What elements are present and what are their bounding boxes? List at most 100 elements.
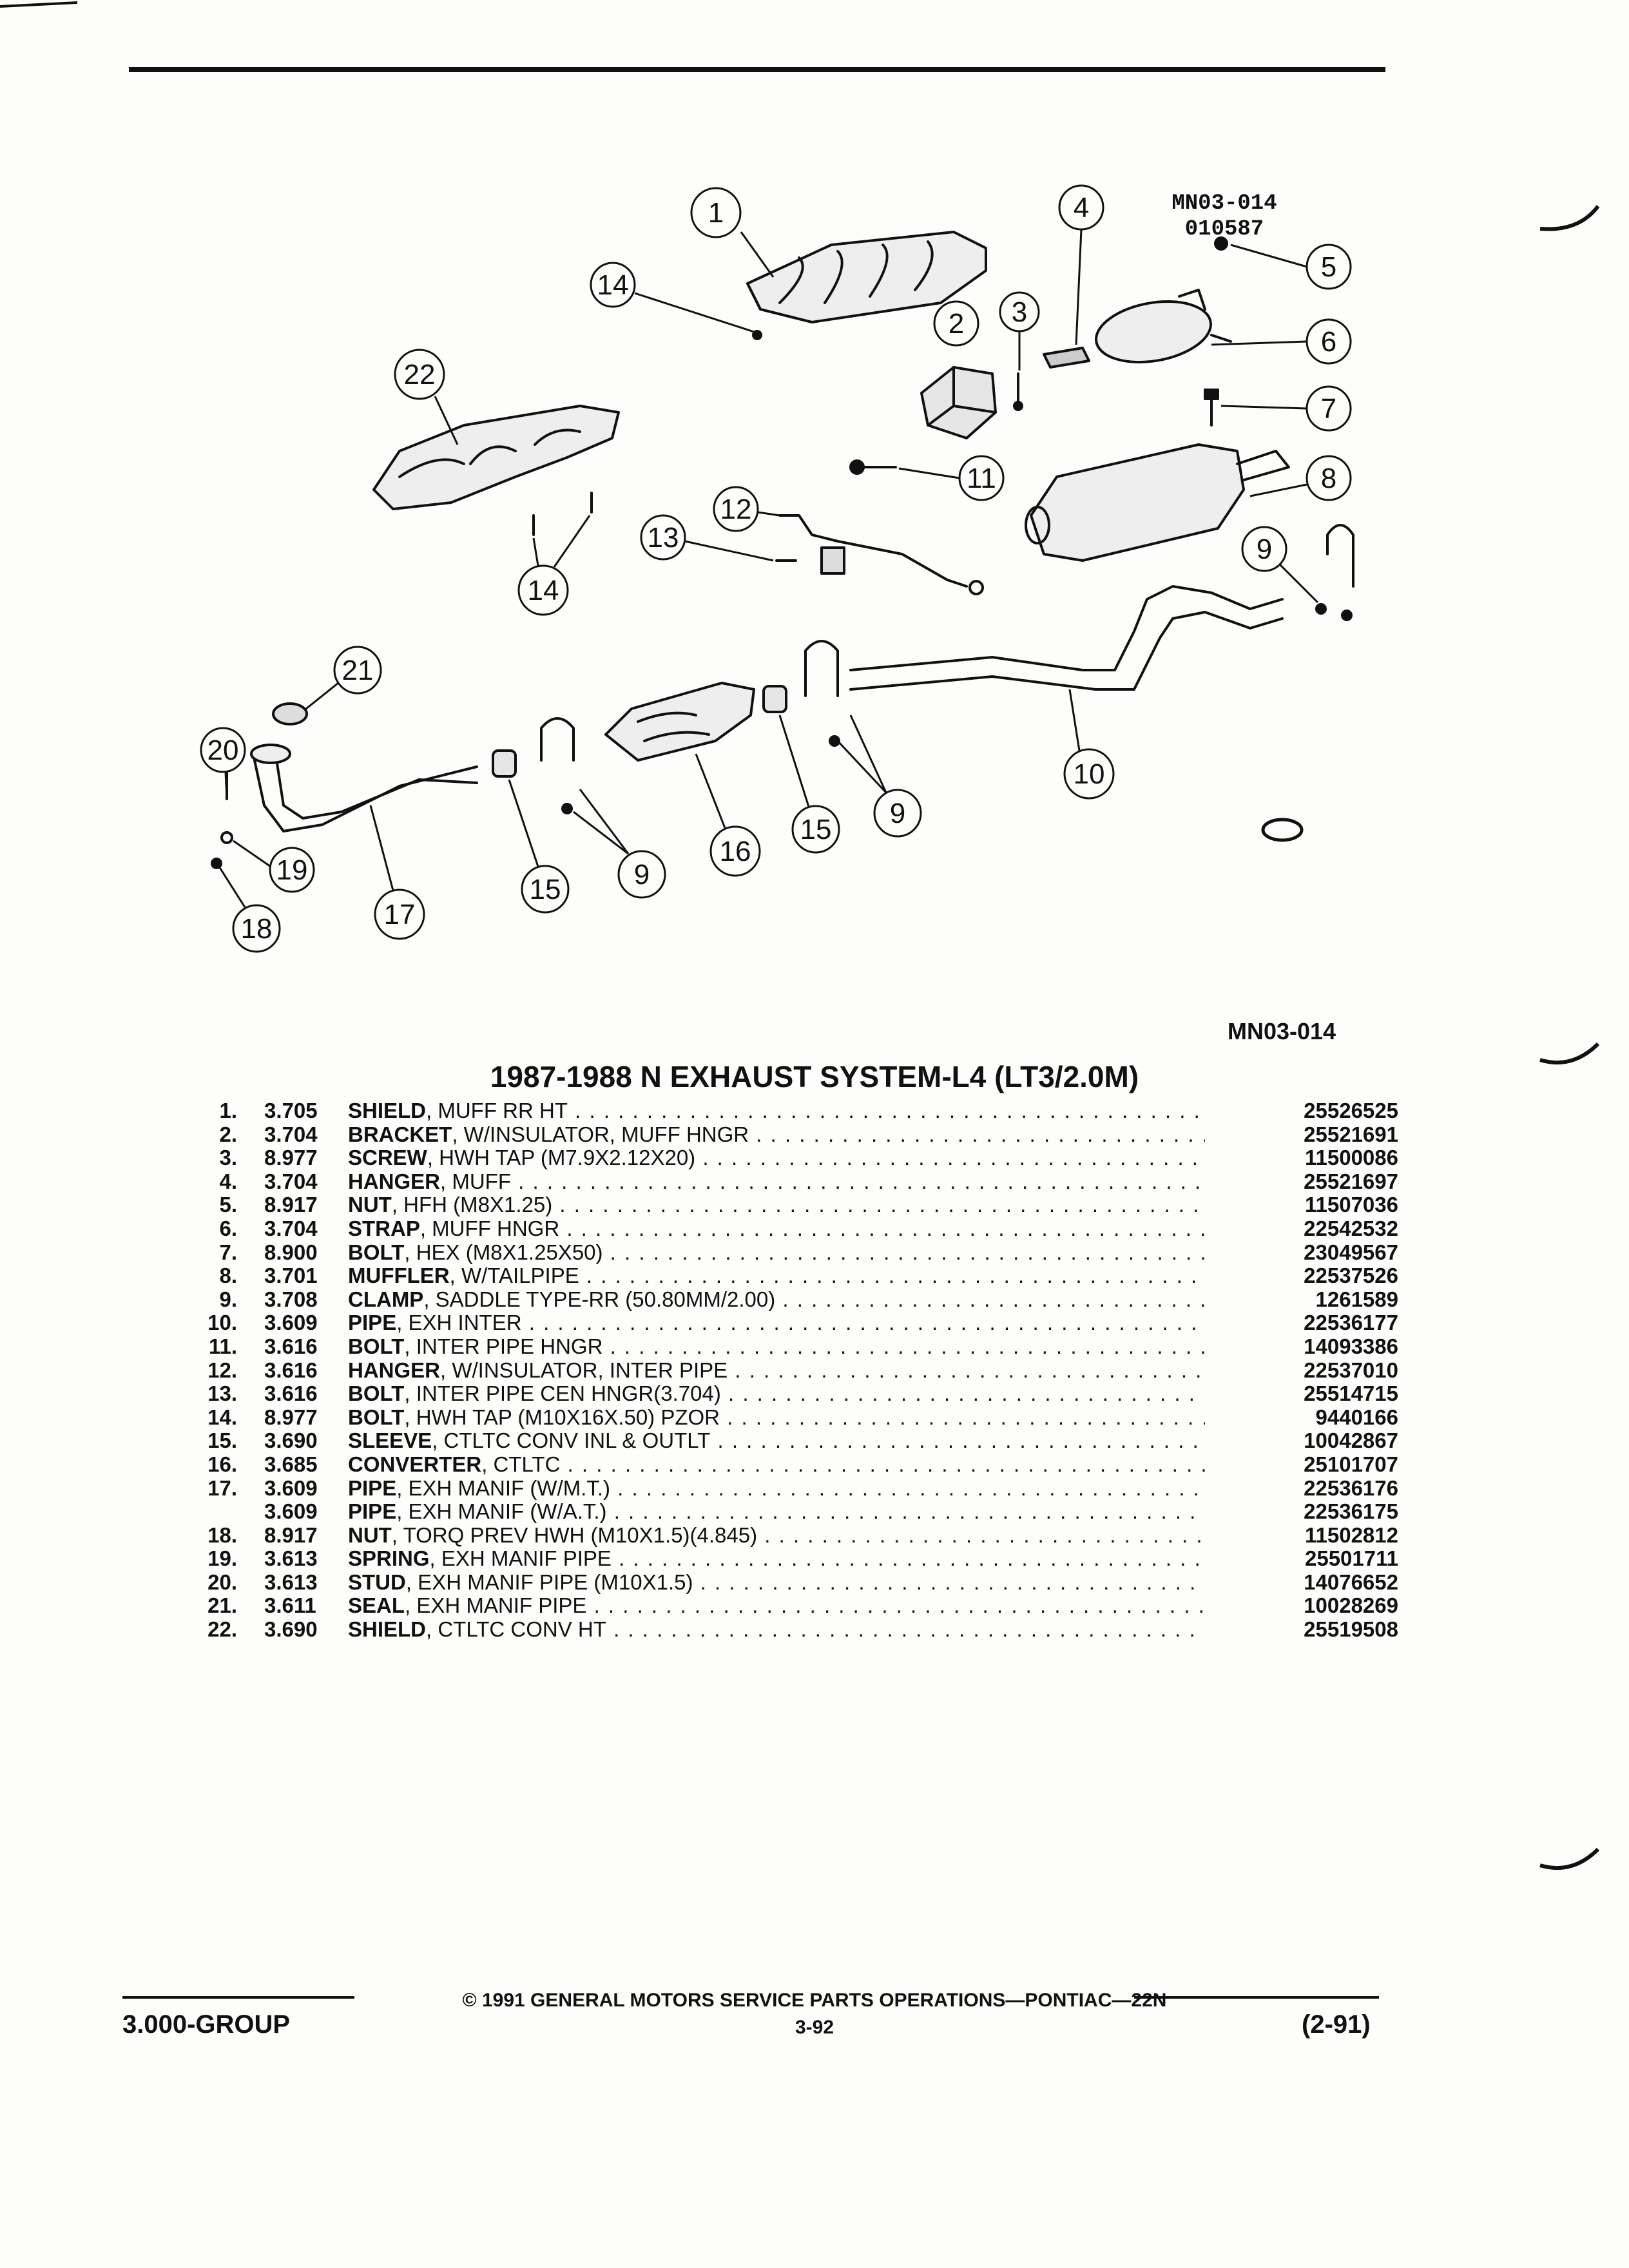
part-description: BOLT, HWH TAP (M10X16X.50) PZOR . . . . … <box>348 1406 1205 1430</box>
part-description: PIPE, EXH MANIF (W/M.T.) . . . . . . . .… <box>348 1477 1205 1501</box>
group-number: 3.613 <box>264 1570 318 1594</box>
part-detail: , EXH MANIF PIPE (M10X1.5) <box>405 1570 693 1594</box>
part-detail: , W/INSULATOR, INTER PIPE <box>440 1358 728 1382</box>
item-number: 21. <box>207 1593 237 1618</box>
svg-text:21: 21 <box>342 655 374 686</box>
part-stud-spring-nut <box>211 772 233 869</box>
part-description: PIPE, EXH MANIF (W/A.T.) . . . . . . . .… <box>348 1500 1205 1524</box>
svg-text:9: 9 <box>1257 533 1272 565</box>
part-detail: , HWH TAP (M10X16X.50) PZOR <box>404 1405 720 1429</box>
part-name: BRACKET <box>348 1122 452 1146</box>
part-number: 22537526 <box>1304 1264 1398 1288</box>
item-number: 11. <box>208 1334 237 1358</box>
part-number: 25521697 <box>1304 1169 1398 1193</box>
part-number: 25521691 <box>1304 1122 1398 1146</box>
part-pipe-exh-manif <box>250 744 478 832</box>
part-detail: , CTLTC CONV HT <box>426 1618 606 1642</box>
part-number: 1261589 <box>1315 1287 1398 1311</box>
part-screw <box>1013 372 1023 411</box>
part-number: 25101707 <box>1304 1452 1398 1476</box>
part-name: PIPE <box>348 1476 397 1500</box>
item-number: 14. <box>207 1405 237 1429</box>
callout-5: 5 <box>1230 244 1352 290</box>
svg-text:13: 13 <box>648 522 679 553</box>
callout-17: 17 <box>369 805 425 940</box>
callout-16: 16 <box>695 753 761 877</box>
leader-dots: . . . . . . . . . . . . . . . . . . . . … <box>782 1287 1205 1311</box>
part-detail: , EXH MANIF (W/M.T.) <box>396 1476 611 1500</box>
part-number: 10042867 <box>1304 1428 1398 1453</box>
leader-dots: . . . . . . . . . . . . . . . . . . . . … <box>717 1429 1205 1453</box>
part-name: CLAMP <box>348 1287 424 1311</box>
svg-text:6: 6 <box>1321 326 1336 358</box>
leader-dots: . . . . . . . . . . . . . . . . . . . . … <box>727 1405 1205 1429</box>
part-number: 22536176 <box>1304 1475 1398 1500</box>
svg-text:5: 5 <box>1321 251 1336 283</box>
part-name: MUFFLER <box>348 1264 450 1288</box>
svg-text:3: 3 <box>1012 296 1027 328</box>
callout-9a: 9 <box>1241 526 1319 604</box>
scan-edge-mark <box>1539 1042 1600 1065</box>
item-number: 20. <box>207 1570 237 1594</box>
item-number: 19. <box>207 1546 237 1571</box>
part-description: MUFFLER, W/TAILPIPE . . . . . . . . . . … <box>348 1264 1205 1288</box>
callout-9b: 9 <box>836 715 922 838</box>
leader-dots: . . . . . . . . . . . . . . . . . . . . … <box>613 1500 1205 1524</box>
part-detail: , TORQ PREV HWH (M10X1.5)(4.845) <box>391 1523 758 1547</box>
top-rule <box>129 67 1385 72</box>
item-number: 12. <box>207 1358 237 1382</box>
callout-14b: 14 <box>517 515 591 616</box>
footer-group: 3.000-GROUP <box>122 2010 291 2039</box>
callout-2: 2 <box>933 300 979 347</box>
part-name: SLEEVE <box>348 1429 432 1453</box>
part-detail: , EXH INTER <box>396 1311 522 1335</box>
part-name: CONVERTER <box>348 1452 482 1476</box>
callout-4: 4 <box>1058 184 1104 345</box>
item-number: 15. <box>207 1428 237 1453</box>
callout-8: 8 <box>1249 455 1352 501</box>
part-detail: , SADDLE TYPE-RR (50.80MM/2.00) <box>423 1287 776 1311</box>
svg-text:11: 11 <box>967 463 996 494</box>
part-detail: , CTLTC <box>481 1452 561 1476</box>
part-pipe-exh-inter <box>849 585 1284 691</box>
group-number: 3.609 <box>264 1499 318 1524</box>
part-name: SPRING <box>348 1547 430 1571</box>
part-description: HANGER, W/INSULATOR, INTER PIPE . . . . … <box>348 1359 1205 1383</box>
part-strap <box>1095 289 1232 363</box>
figure-code-line1: MN03-014 <box>1171 191 1277 216</box>
part-shield-ctltc-conv <box>372 405 620 510</box>
part-muffler <box>1025 443 1290 562</box>
leader-dots: . . . . . . . . . . . . . . . . . . . . … <box>617 1476 1205 1500</box>
part-number: 10028269 <box>1304 1593 1398 1618</box>
callout-22: 22 <box>394 349 459 445</box>
svg-text:12: 12 <box>720 494 752 525</box>
part-name: SEAL <box>348 1594 405 1618</box>
leader-dots: . . . . . . . . . . . . . . . . . . . . … <box>728 1382 1205 1406</box>
part-nut <box>1214 236 1228 251</box>
part-description: SPRING, EXH MANIF PIPE . . . . . . . . .… <box>348 1547 1205 1571</box>
part-description: NUT, HFH (M8X1.25) . . . . . . . . . . .… <box>348 1193 1205 1217</box>
group-number: 3.701 <box>264 1264 318 1288</box>
part-number: 25501711 <box>1304 1546 1398 1571</box>
part-description: SCREW, HWH TAP (M7.9X2.12X20) . . . . . … <box>348 1146 1205 1170</box>
exhaust-exploded-diagram: 1 2 3 4 5 6 7 8 9 9 9 10 11 12 13 14 14 … <box>0 1 1600 953</box>
callout-13: 13 <box>640 514 774 562</box>
leader-dots: . . . . . . . . . . . . . . . . . . . . … <box>586 1264 1205 1288</box>
group-number: 8.900 <box>264 1240 318 1264</box>
svg-text:18: 18 <box>241 913 273 945</box>
part-bolt-inter-pipe-hngr <box>849 459 897 475</box>
part-number: 25514715 <box>1304 1381 1398 1406</box>
group-number: 3.616 <box>264 1358 318 1382</box>
part-detail: , HEX (M8X1.25X50) <box>404 1240 603 1264</box>
svg-text:4: 4 <box>1074 192 1089 224</box>
part-name: STRAP <box>348 1216 420 1240</box>
part-bracket-insulator <box>920 366 997 439</box>
